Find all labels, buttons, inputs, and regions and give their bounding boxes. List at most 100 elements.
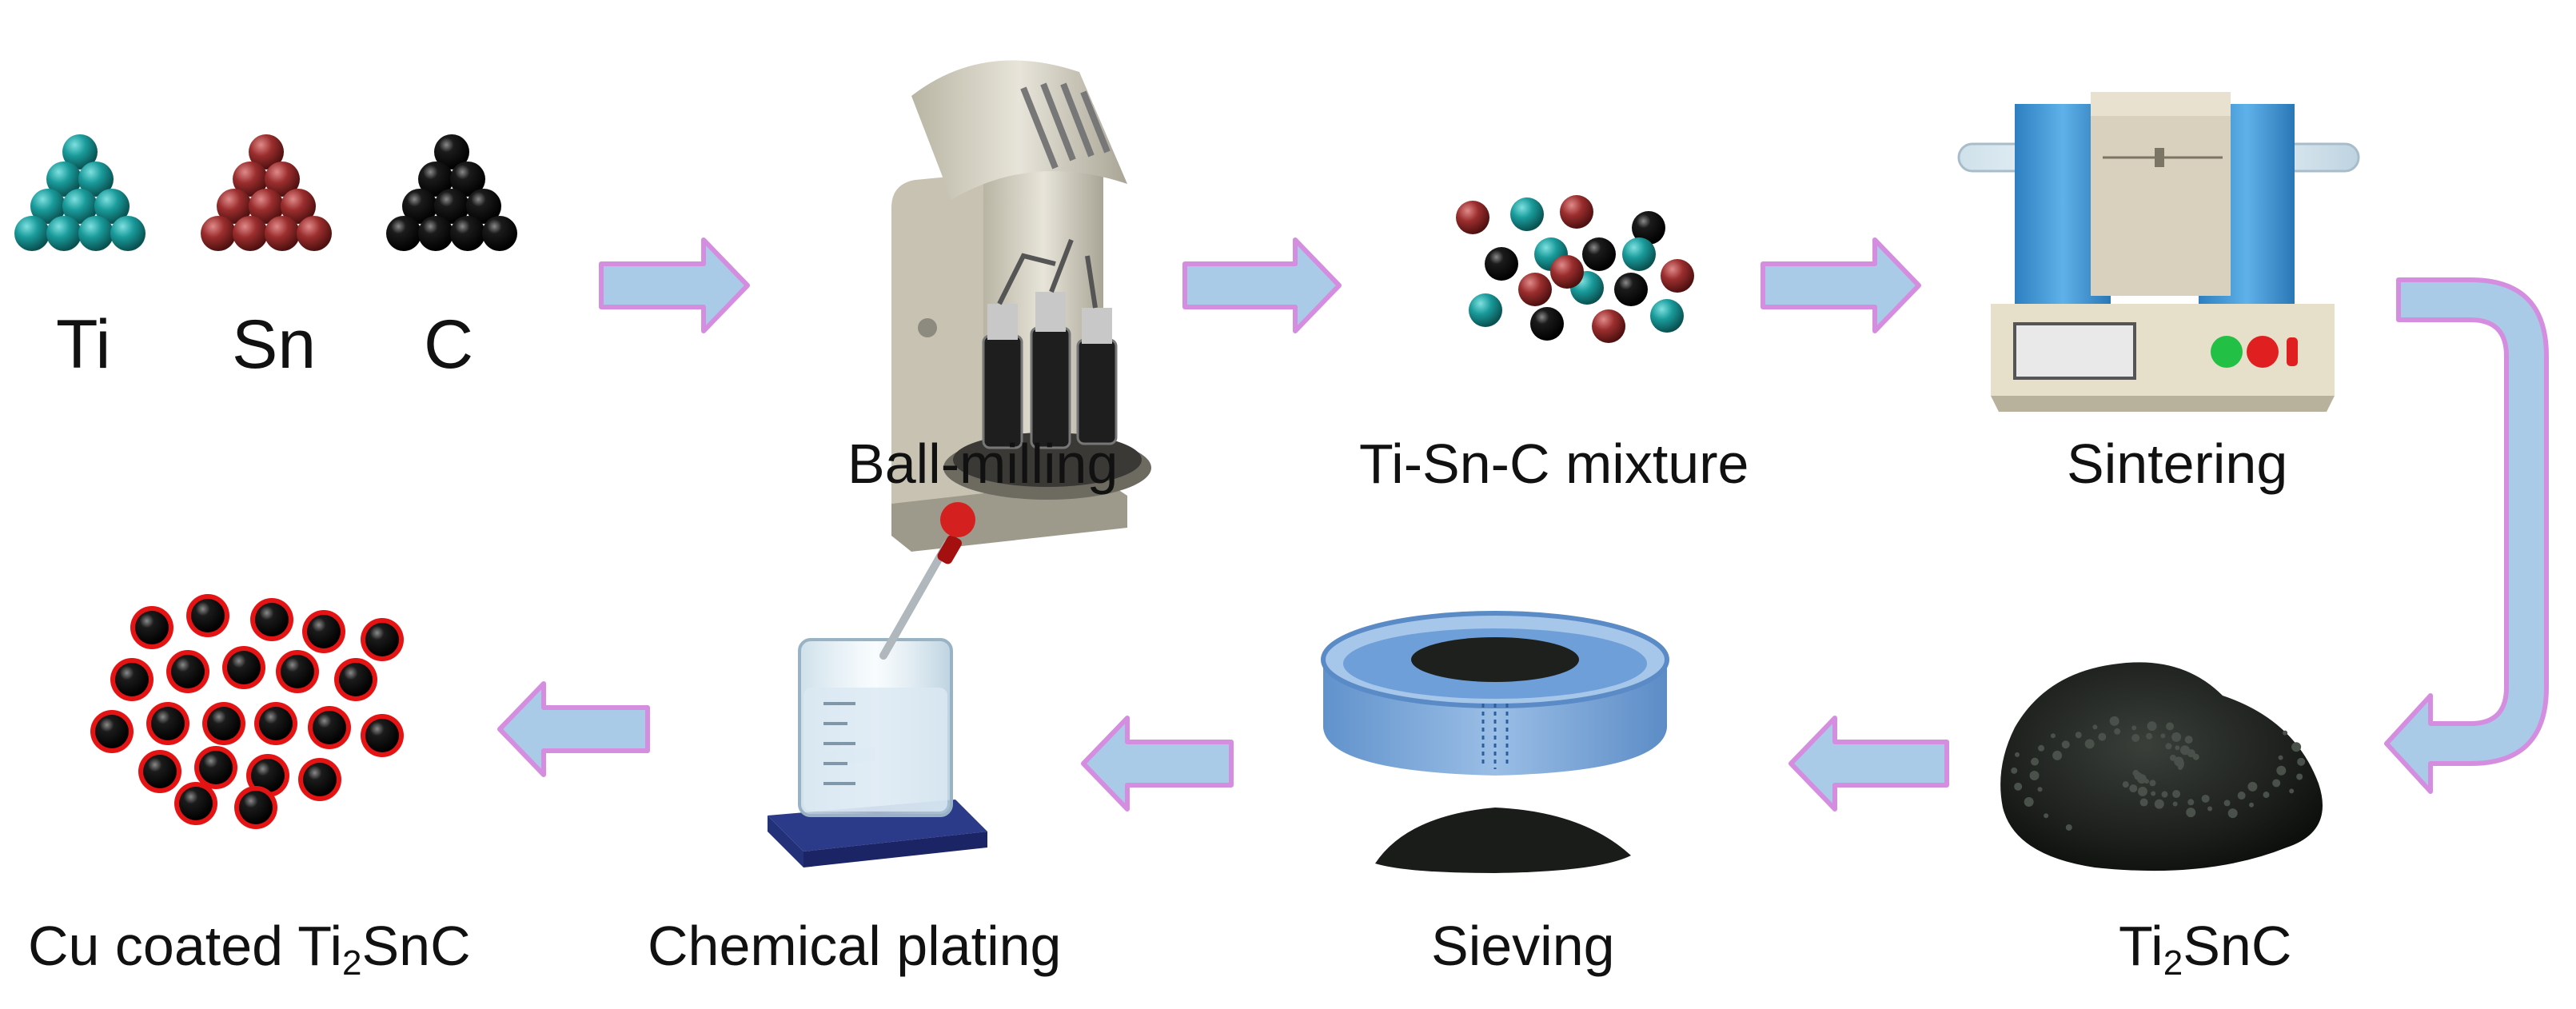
powder-grain [2151, 791, 2156, 796]
c-particle [450, 162, 485, 197]
sn-particle [233, 216, 268, 251]
ti-particle [78, 216, 114, 251]
powder-grain [2061, 740, 2070, 749]
powder-grain [2109, 716, 2119, 726]
powder-grain [2037, 787, 2043, 792]
ti-particle [62, 134, 98, 169]
cu-coated-particle [186, 594, 229, 637]
ti-particle-pyramid [14, 134, 146, 251]
powder-grain [2237, 792, 2246, 800]
c-particle [434, 134, 469, 169]
powder-grain [2184, 736, 2193, 744]
c-particle [402, 189, 437, 224]
powder-grain [2014, 782, 2023, 791]
powder-grain [2171, 732, 2182, 742]
powder-grain [2146, 732, 2153, 740]
ti-particle [46, 162, 82, 197]
sn-particle [249, 134, 284, 169]
sn-particle [217, 189, 252, 224]
powder-grain [2052, 750, 2063, 760]
powder-grain [2223, 800, 2231, 807]
u-turn-arrow [2384, 277, 2549, 794]
c-particle [482, 216, 517, 251]
cu-coated-particle [276, 650, 319, 693]
sn-particle-pyramid [201, 134, 332, 251]
powder-grain [2015, 752, 2020, 757]
powder-grain [2084, 739, 2095, 749]
mixture-particle [1614, 273, 1648, 306]
c-particle [418, 216, 453, 251]
powder-grain [2201, 794, 2210, 803]
powder-grain [2272, 779, 2281, 788]
step-label-ti2snc: Ti2SnC [2119, 915, 2292, 983]
mixture-particle [1622, 237, 1656, 271]
c-particle-pyramid [386, 134, 517, 251]
cu-coated-particle [234, 786, 277, 829]
mixture-particle [1560, 195, 1593, 229]
arrow-left-3 [497, 681, 650, 777]
tube-furnace-icon [1957, 92, 2360, 412]
mixture-particle [1530, 307, 1564, 341]
powder-grain [2296, 773, 2303, 780]
powder-grain [2029, 771, 2040, 781]
ti-particle [46, 216, 82, 251]
powder-grain [2179, 745, 2190, 756]
cu-coated-particle [222, 646, 265, 689]
powder-grain [2129, 784, 2138, 793]
cu-coated-particle [166, 650, 209, 693]
arrow-right-1 [599, 237, 750, 333]
cu-coated-particle [254, 702, 297, 745]
powder-grain [2263, 792, 2270, 799]
powder-grain [2172, 790, 2181, 799]
mixture-particle [1510, 197, 1544, 231]
arrow-left-1 [1788, 716, 1949, 812]
powder-grain [2131, 733, 2140, 742]
ti-particle [78, 162, 114, 197]
powder-grain [2227, 808, 2238, 819]
mixture-particle [1456, 201, 1489, 234]
ti-particle [110, 216, 146, 251]
cu-coated-particle [194, 746, 237, 789]
mixture-particle [1632, 211, 1665, 245]
powder-grain [2092, 724, 2098, 730]
step-label-cu-coated-ti2snc: Cu coated Ti2SnC [28, 915, 471, 983]
powder-grain [2147, 721, 2157, 732]
powder-grain [2131, 725, 2137, 731]
powder-grain [2160, 733, 2166, 739]
element-label-ti: Ti [56, 306, 111, 383]
sn-particle [249, 189, 284, 224]
arrow-right-3 [1761, 237, 1921, 333]
ti-particle [94, 189, 130, 224]
c-particle [466, 189, 501, 224]
beaker-stirrer-icon [768, 502, 987, 867]
cu-coated-particle [174, 782, 217, 825]
powder-grain [2031, 757, 2040, 766]
powder-grain [2172, 801, 2178, 807]
ti-particle [14, 216, 50, 251]
powder-grain [2283, 730, 2288, 736]
powder-grain [2187, 799, 2195, 806]
powder-grain [2169, 754, 2176, 761]
powder-grain [2166, 722, 2175, 731]
mixture-particle [1650, 299, 1684, 333]
powder-grain [2291, 742, 2302, 752]
powder-grain [2165, 743, 2172, 750]
powder-grain [2024, 796, 2034, 807]
powder-grain [2044, 813, 2049, 819]
step-label-chemical-plating: Chemical plating [648, 915, 1062, 977]
powder-grain [2276, 765, 2287, 776]
step-label-sintering: Sintering [2067, 433, 2288, 495]
powder-grain [2207, 806, 2213, 812]
cu-coated-particle [138, 750, 181, 793]
cu-coated-particle [334, 658, 377, 701]
sn-particle [281, 189, 316, 224]
step-label-mixture: Ti-Sn-C mixture [1359, 433, 1749, 495]
cu-coated-particle [202, 702, 245, 745]
powder-grain [2136, 774, 2147, 784]
powder-grain [2065, 824, 2072, 831]
cu-coated-particle [298, 758, 341, 801]
mixture-particle [1661, 259, 1694, 293]
cu-coated-particle [130, 606, 173, 649]
cu-coated-particle-cluster [90, 594, 404, 829]
sn-particle [265, 162, 300, 197]
